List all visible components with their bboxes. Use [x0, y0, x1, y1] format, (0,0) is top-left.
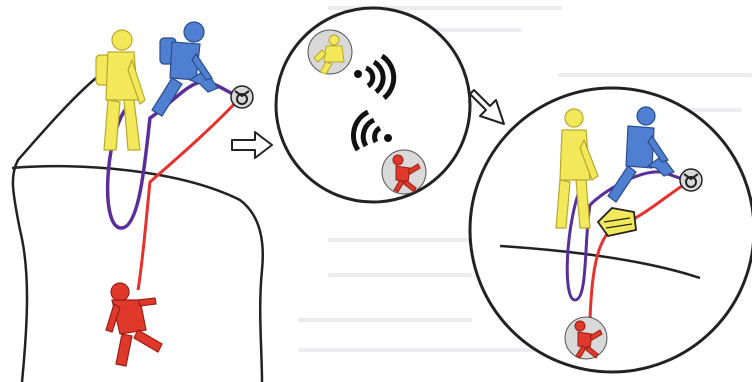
anchor-bolt-icon	[231, 86, 253, 108]
blue-climber	[152, 22, 218, 116]
yellow-climber-icon	[308, 30, 352, 74]
arrow-right-icon	[232, 132, 272, 158]
radio-circle	[276, 8, 470, 202]
radio-communication	[276, 8, 470, 202]
anchor-bolt-icon	[680, 169, 702, 191]
fallen-climber-icon	[565, 317, 607, 359]
scene-fall	[12, 22, 263, 382]
yellow-climber	[96, 30, 145, 150]
fallen-climber-icon	[382, 150, 426, 194]
red-climber-falling	[106, 283, 162, 366]
cliff-outline	[13, 78, 96, 382]
arrow-diagonal-down-icon	[470, 90, 504, 124]
scene-rescue	[470, 88, 752, 372]
